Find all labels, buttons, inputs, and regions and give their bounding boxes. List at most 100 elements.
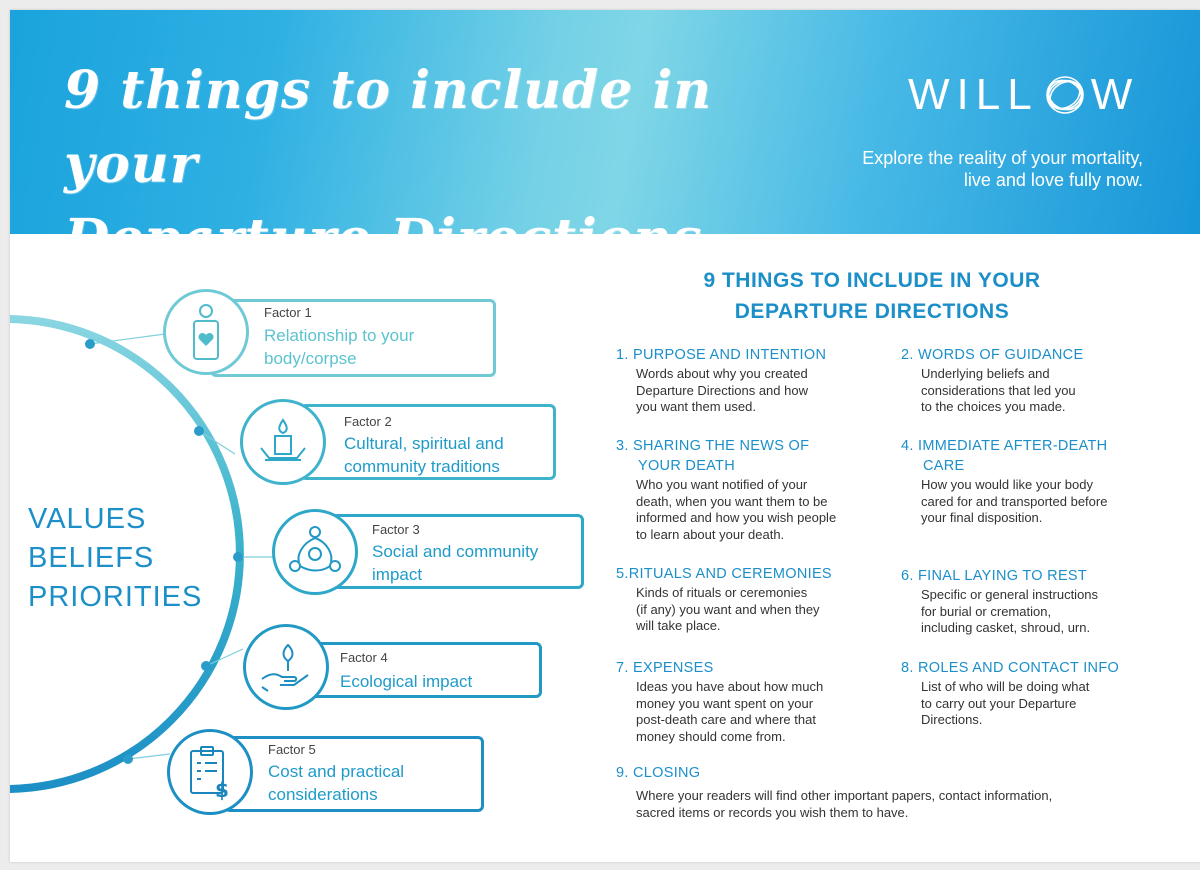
- item-5-head: 5.RITUALS AND CEREMONIES: [616, 564, 906, 584]
- item-2-body-line-2: considerations that led you: [921, 382, 1076, 398]
- logo-text-left: WILL: [908, 70, 1039, 119]
- list-item-9: 9. CLOSING Where your readers will find …: [616, 763, 1196, 821]
- item-3-head-line-2: YOUR DEATH: [638, 458, 735, 474]
- tagline: Explore the reality of your mortality, l…: [783, 147, 1143, 191]
- community-circle-icon: [272, 509, 358, 595]
- item-2-head: 2. WORDS OF GUIDANCE: [901, 345, 1181, 365]
- list-title: 9 THINGS TO INCLUDE IN YOUR DEPARTURE DI…: [622, 265, 1122, 327]
- item-2-body-line-3: to the choices you made.: [921, 399, 1066, 415]
- factor-2-number: Factor 2: [344, 414, 392, 429]
- page-title: 9 things to include in your Departure Di…: [64, 54, 764, 276]
- item-6-head-line-1: 6. FINAL LAYING TO REST: [901, 568, 1088, 584]
- item-7-body-line-4: money should come from.: [636, 728, 786, 744]
- item-9-head-line-1: 9. CLOSING: [616, 765, 701, 781]
- factor-2-name-line-1: Cultural, spiritual and: [344, 434, 504, 453]
- item-6-head: 6. FINAL LAYING TO REST: [901, 566, 1191, 586]
- list-item-5: 5.RITUALS AND CEREMONIES Kinds of ritual…: [616, 564, 906, 635]
- list-title-line-1: 9 THINGS TO INCLUDE IN YOUR: [703, 269, 1041, 292]
- item-4-body-line-1: How you would like your body: [921, 477, 1093, 492]
- factor-1-name-line-1: Relationship to your: [264, 326, 415, 345]
- factor-3-name: Social and community impact: [372, 540, 538, 586]
- item-6-body-line-3: including casket, shroud, urn.: [921, 620, 1091, 636]
- item-5-body-line-3: will take place.: [636, 618, 721, 634]
- item-9-body: Where your readers will find other impor…: [616, 788, 1196, 821]
- item-3-body-line-2: death, when you want them to be: [636, 493, 828, 509]
- list-item-6: 6. FINAL LAYING TO REST Specific or gene…: [901, 566, 1191, 637]
- list-item-4: 4. IMMEDIATE AFTER-DEATH CARE How you wo…: [901, 436, 1191, 527]
- item-8-body-line-1: List of who will be doing what: [921, 679, 1090, 694]
- factor-3-box: [328, 514, 584, 589]
- item-8-body-line-3: Directions.: [921, 712, 983, 728]
- item-5-body-line-1: Kinds of rituals or ceremonies: [636, 585, 808, 600]
- factor-2-name-line-2: community traditions: [344, 457, 500, 476]
- item-6-body: Specific or general instructions for bur…: [901, 587, 1191, 637]
- list-item-3: 3. SHARING THE NEWS OF YOUR DEATH Who yo…: [616, 436, 906, 543]
- item-4-head-line-2: CARE: [923, 458, 965, 474]
- item-8-body-line-2: to carry out your Departure: [921, 695, 1077, 711]
- factor-1-number: Factor 1: [264, 305, 312, 320]
- item-3-body: Who you want notified of your death, whe…: [616, 477, 906, 543]
- center-line-values: VALUES: [28, 503, 147, 535]
- item-7-body-line-2: money you want spent on your: [636, 695, 814, 711]
- factor-3-name-line-2: impact: [372, 565, 423, 584]
- factor-4-name-line-1: Ecological impact: [340, 672, 473, 691]
- list-item-2: 2. WORDS OF GUIDANCE Underlying beliefs …: [901, 345, 1181, 416]
- title-line-1: 9 things to include in your: [64, 60, 713, 195]
- item-4-body-line-2: cared for and transported before: [921, 493, 1108, 509]
- item-2-head-line-1: 2. WORDS OF GUIDANCE: [901, 347, 1084, 363]
- item-7-head: 7. EXPENSES: [616, 658, 906, 678]
- header-band: 9 things to include in your Departure Di…: [10, 10, 1200, 269]
- factor-5-name-line-1: Cost and practical: [268, 762, 405, 781]
- factor-1-name: Relationship to your body/corpse: [264, 324, 414, 370]
- item-1-body-line-2: Departure Directions and how: [636, 382, 808, 398]
- item-1-head-line-1: 1. PURPOSE AND INTENTION: [616, 347, 827, 363]
- factor-3-name-line-1: Social and community: [372, 542, 539, 561]
- item-5-head-line-1: 5.RITUALS AND CEREMONIES: [616, 566, 832, 582]
- item-7-head-line-1: 7. EXPENSES: [616, 660, 714, 676]
- connector-lines: [89, 333, 275, 760]
- item-5-body-line-2: (if any) you want and when they: [636, 601, 820, 617]
- factor-5-number: Factor 5: [268, 742, 316, 757]
- factor-4-number: Factor 4: [340, 650, 388, 665]
- factor-2-name: Cultural, spiritual and community tradit…: [344, 432, 504, 478]
- item-9-head: 9. CLOSING: [616, 763, 1196, 783]
- item-2-body: Underlying beliefs and considerations th…: [901, 366, 1181, 416]
- item-4-head: 4. IMMEDIATE AFTER-DEATH CARE: [901, 436, 1191, 476]
- logo-text-right: W: [1090, 70, 1140, 119]
- list-title-line-2: DEPARTURE DIRECTIONS: [734, 300, 1010, 323]
- tagline-line-2: live and love fully now.: [963, 170, 1143, 190]
- item-1-body-line-1: Words about why you created: [636, 366, 808, 381]
- item-6-body-line-1: Specific or general instructions: [921, 587, 1099, 602]
- item-4-body-line-3: your final disposition.: [921, 510, 1043, 526]
- list-item-8: 8. ROLES AND CONTACT INFO List of who wi…: [901, 658, 1191, 729]
- list-item-1: 1. PURPOSE AND INTENTION Words about why…: [616, 345, 896, 416]
- item-1-head: 1. PURPOSE AND INTENTION: [616, 345, 896, 365]
- item-3-body-line-3: informed and how you wish people: [636, 510, 837, 526]
- item-9-body-line-1: Where your readers will find other impor…: [636, 788, 1053, 803]
- tagline-line-1: Explore the reality of your mortality,: [862, 148, 1143, 168]
- factor-4-box: [302, 642, 542, 698]
- item-3-head: 3. SHARING THE NEWS OF YOUR DEATH: [616, 436, 906, 476]
- willow-logo: WILL W: [908, 70, 1139, 120]
- factor-1-box: [210, 299, 496, 377]
- center-line-priorities: PRIORITIES: [28, 581, 203, 613]
- item-7-body: Ideas you have about how much money you …: [616, 679, 906, 745]
- person-heart-icon: [163, 289, 249, 375]
- item-3-body-line-4: to learn about your death.: [636, 526, 785, 542]
- logo-swirl-icon: [1045, 76, 1084, 114]
- item-4-body: How you would like your body cared for a…: [901, 477, 1191, 527]
- item-7-body-line-1: Ideas you have about how much: [636, 679, 824, 694]
- factors-diagram: VALUES BELIEFS PRIORITIES Factor 1 Relat…: [10, 234, 610, 862]
- factor-5-box: [224, 736, 484, 812]
- center-line-beliefs: BELIEFS: [28, 542, 155, 574]
- item-5-body: Kinds of rituals or ceremonies (if any) …: [616, 585, 906, 635]
- item-8-body: List of who will be doing what to carry …: [901, 679, 1191, 729]
- svg-text:$: $: [215, 778, 229, 801]
- arc-connectors: [10, 315, 275, 793]
- item-4-head-line-1: 4. IMMEDIATE AFTER-DEATH: [901, 438, 1108, 454]
- item-2-body-line-1: Underlying beliefs and: [921, 366, 1050, 381]
- factor-5-name: Cost and practical considerations: [268, 760, 404, 806]
- item-8-head-line-1: 8. ROLES AND CONTACT INFO: [901, 660, 1120, 676]
- item-1-body: Words about why you created Departure Di…: [616, 366, 896, 416]
- factor-5-name-line-2: considerations: [268, 785, 378, 804]
